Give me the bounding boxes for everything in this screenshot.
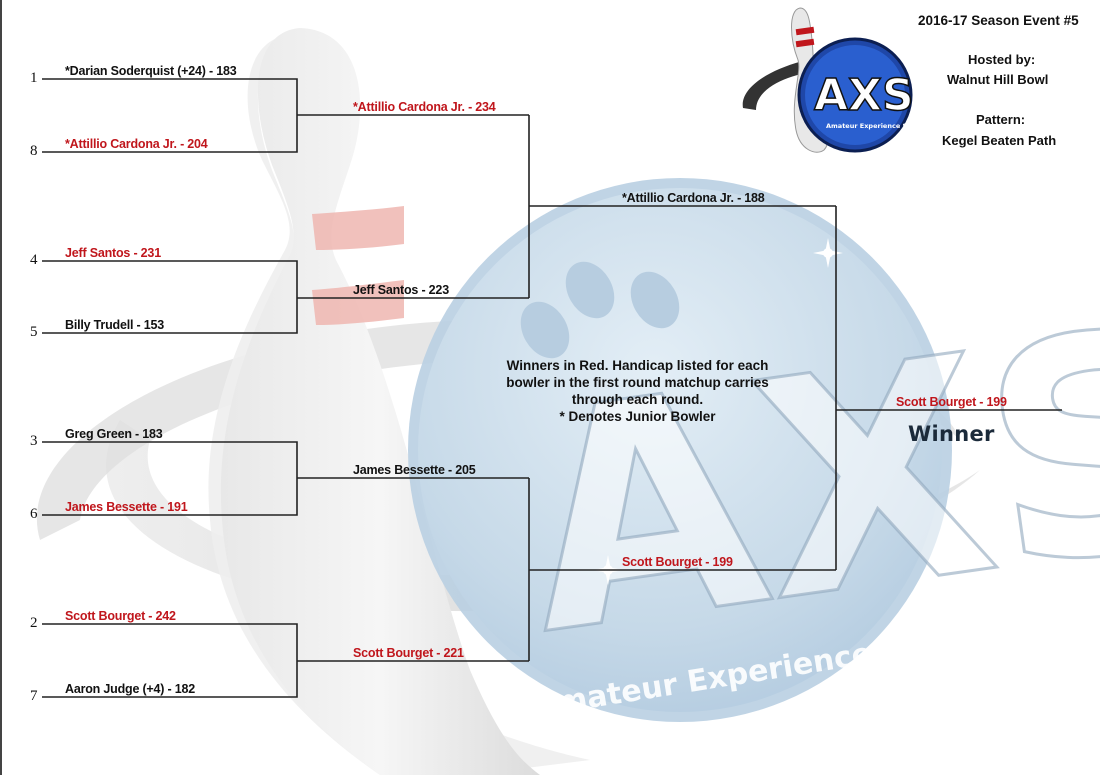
seed-number: 5 xyxy=(30,324,38,340)
left-border xyxy=(0,0,2,775)
winner-label: Winner xyxy=(908,422,995,446)
round1-entry: *Attillio Cardona Jr. - 204 xyxy=(65,137,208,151)
round1-entry: Billy Trudell - 153 xyxy=(65,318,165,332)
seed-number: 6 xyxy=(30,506,38,522)
watermark-ball: AXS Amateur Experience Series xyxy=(408,178,1100,724)
note-line: * Denotes Junior Bowler xyxy=(559,409,716,424)
logo-text: AXS xyxy=(814,70,914,121)
round1-entry: Jeff Santos - 231 xyxy=(65,246,161,260)
round3-entry: *Attillio Cardona Jr. - 188 xyxy=(622,191,765,205)
final-winner-entry: Scott Bourget - 199 xyxy=(896,395,1007,409)
seed-number: 7 xyxy=(30,688,38,704)
seed-number: 4 xyxy=(30,252,38,268)
venue-name: Walnut Hill Bowl xyxy=(947,72,1049,87)
round1-entry: Scott Bourget - 242 xyxy=(65,609,176,623)
round1-entry: *Darian Soderquist (+24) - 183 xyxy=(65,64,237,78)
hosted-label: Hosted by: xyxy=(968,52,1036,67)
round3-entry: Scott Bourget - 199 xyxy=(622,555,733,569)
note-line: through each round. xyxy=(571,392,704,407)
pin-shape xyxy=(208,28,590,775)
round2-entry: James Bessette - 205 xyxy=(353,463,476,477)
legend-notes: Winners in Red. Handicap listed for each… xyxy=(470,357,805,425)
round1-entry: Greg Green - 183 xyxy=(65,427,163,441)
round1-entry: Aaron Judge (+4) - 182 xyxy=(65,682,196,696)
round2-entry: *Attillio Cardona Jr. - 234 xyxy=(353,100,496,114)
logo-series: Amateur Experience Series xyxy=(826,122,925,130)
round1-entry: James Bessette - 191 xyxy=(65,500,188,514)
note-line: Winners in Red. Handicap listed for each xyxy=(506,358,769,373)
round2-entry: Jeff Santos - 223 xyxy=(353,283,449,297)
event-title: 2016-17 Season Event #5 xyxy=(918,13,1079,28)
seed-number: 3 xyxy=(30,433,38,449)
bracket-r1-2 xyxy=(42,260,298,334)
pattern-name: Kegel Beaten Path xyxy=(942,133,1057,148)
pattern-label: Pattern: xyxy=(976,112,1026,127)
note-line: bowler in the first round matchup carrie… xyxy=(506,375,769,390)
round2-entry: Scott Bourget - 221 xyxy=(353,646,464,660)
seed-number: 2 xyxy=(30,615,38,631)
seed-number: 8 xyxy=(30,143,38,159)
axs-logo: AXS Amateur Experience Series xyxy=(742,7,925,153)
seed-number: 1 xyxy=(30,70,38,86)
